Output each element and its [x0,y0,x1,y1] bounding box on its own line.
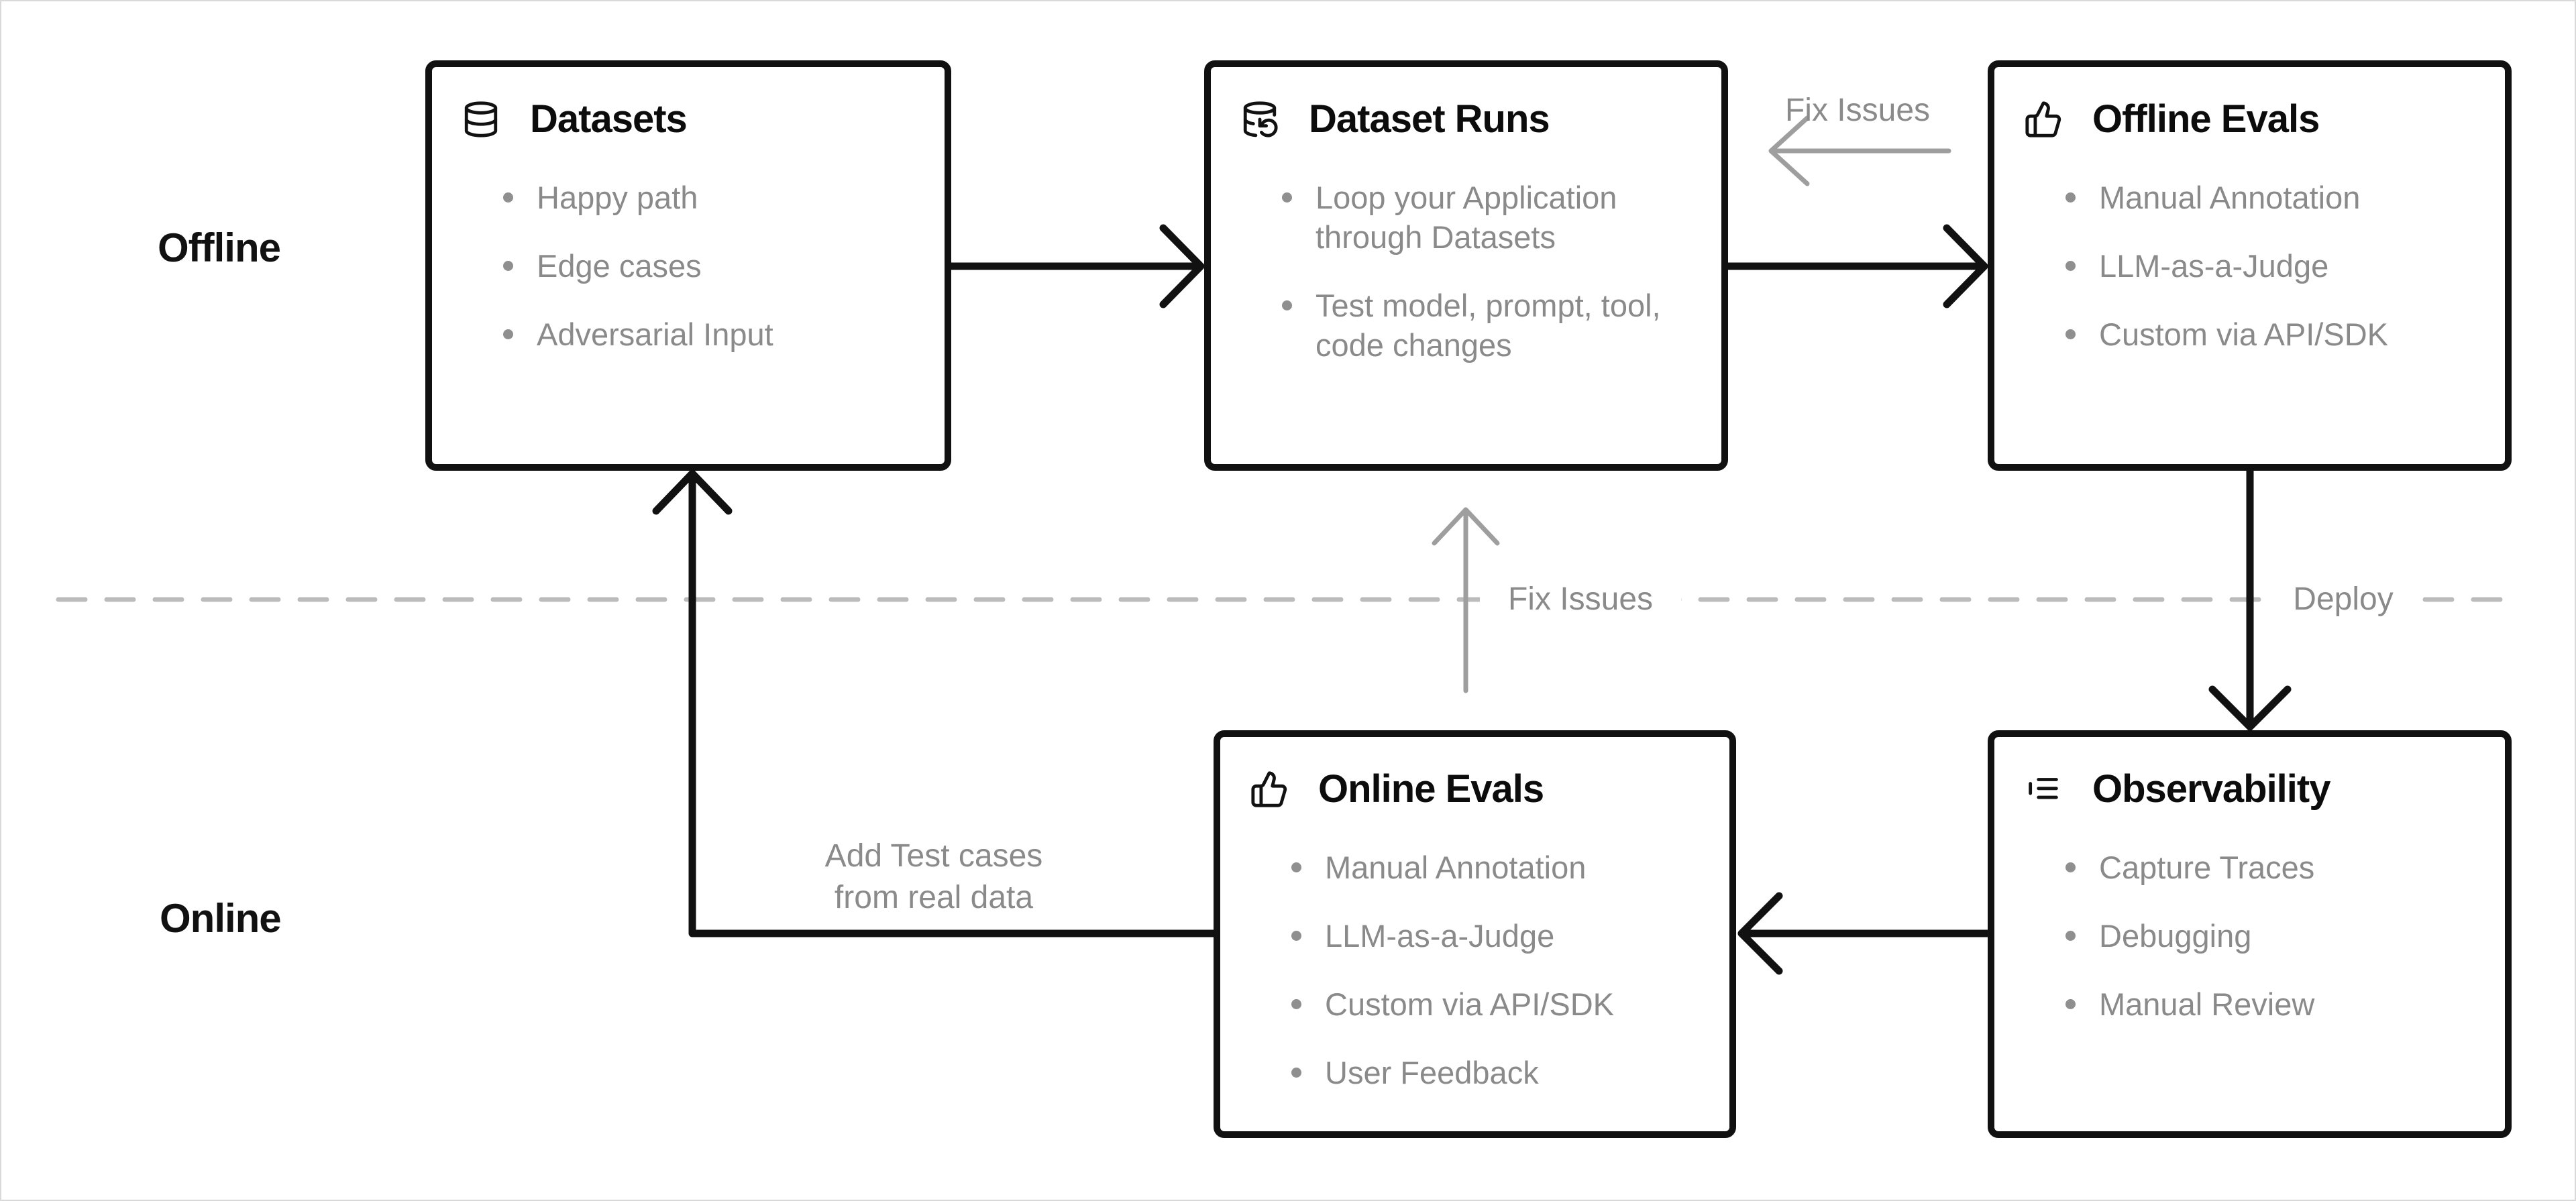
deploy-label: Deploy [2273,575,2414,624]
add-test-cases-line2: from real data [834,880,1034,915]
list-item: Happy path [503,178,920,217]
list-item: LLM-as-a-Judge [2065,246,2481,286]
datasets-box-title: Datasets [530,97,688,141]
list-item: Manual Annotation [2065,178,2481,217]
trace-list-icon [2024,770,2063,809]
list-item: LLM-as-a-Judge [1291,916,1705,956]
arrow-fix-issues-top-gray [1768,115,1951,186]
list-item: Debugging [2065,916,2481,956]
thumbs-up-icon [2024,100,2063,139]
dataset-runs-box-title: Dataset Runs [1309,97,1550,141]
database-refresh-icon [1240,100,1279,139]
arrow-fix-issues-center-gray [1432,507,1500,693]
database-icon [462,100,500,139]
arrow-online-evals-to-datasets [652,469,1218,937]
add-test-cases-label: Add Test cases from real data [699,836,1169,919]
online-section-label: Online [160,896,282,941]
offline-evals-box-header: Offline Evals [2024,97,2481,141]
list-item: User Feedback [1291,1053,1705,1092]
offline-evals-box-title: Offline Evals [2092,97,2320,141]
online-evals-box: Online Evals Manual Annotation LLM-as-a-… [1214,730,1736,1138]
add-test-cases-line1: Add Test cases [824,838,1043,874]
dataset-runs-box: Dataset Runs Loop your Application throu… [1204,60,1728,471]
dataset-runs-box-header: Dataset Runs [1240,97,1697,141]
observability-box-title: Observability [2092,767,2330,811]
observability-box-header: Observability [2024,766,2481,811]
dataset-runs-box-list: Loop your Application through Datasets T… [1240,178,1697,365]
list-item: Loop your Application through Datasets [1282,178,1697,257]
offline-evals-box: Offline Evals Manual Annotation LLM-as-a… [1988,60,2512,471]
offline-evals-box-list: Manual Annotation LLM-as-a-Judge Custom … [2024,178,2481,354]
datasets-box: Datasets Happy path Edge cases Adversari… [425,60,951,471]
observability-box: Observability Capture Traces Debugging M… [1988,730,2512,1138]
list-item: Capture Traces [2065,848,2481,887]
list-item: Manual Annotation [1291,848,1705,887]
observability-box-list: Capture Traces Debugging Manual Review [2024,848,2481,1024]
list-item: Custom via API/SDK [2065,314,2481,354]
fix-issues-top-label: Fix Issues [1784,93,1931,128]
arrow-observability-to-online-evals [1737,892,1992,975]
arrow-offline-evals-to-observability-deploy [2208,467,2292,731]
list-item: Manual Review [2065,984,2481,1024]
online-evals-box-list: Manual Annotation LLM-as-a-Judge Custom … [1250,848,1705,1092]
list-item: Test model, prompt, tool, code changes [1282,286,1697,365]
offline-section-label: Offline [158,225,281,270]
datasets-box-list: Happy path Edge cases Adversarial Input [462,178,920,354]
list-item: Adversarial Input [503,314,920,354]
list-item: Edge cases [503,246,920,286]
thumbs-up-icon [1250,770,1289,809]
fix-issues-center-label: Fix Issues [1480,575,1681,624]
online-evals-box-title: Online Evals [1318,767,1544,811]
arrow-dataset-runs-to-offline-evals [1723,224,1988,308]
arrow-datasets-to-dataset-runs [947,224,1205,308]
datasets-box-header: Datasets [462,97,920,141]
online-evals-box-header: Online Evals [1250,766,1705,811]
list-item: Custom via API/SDK [1291,984,1705,1024]
